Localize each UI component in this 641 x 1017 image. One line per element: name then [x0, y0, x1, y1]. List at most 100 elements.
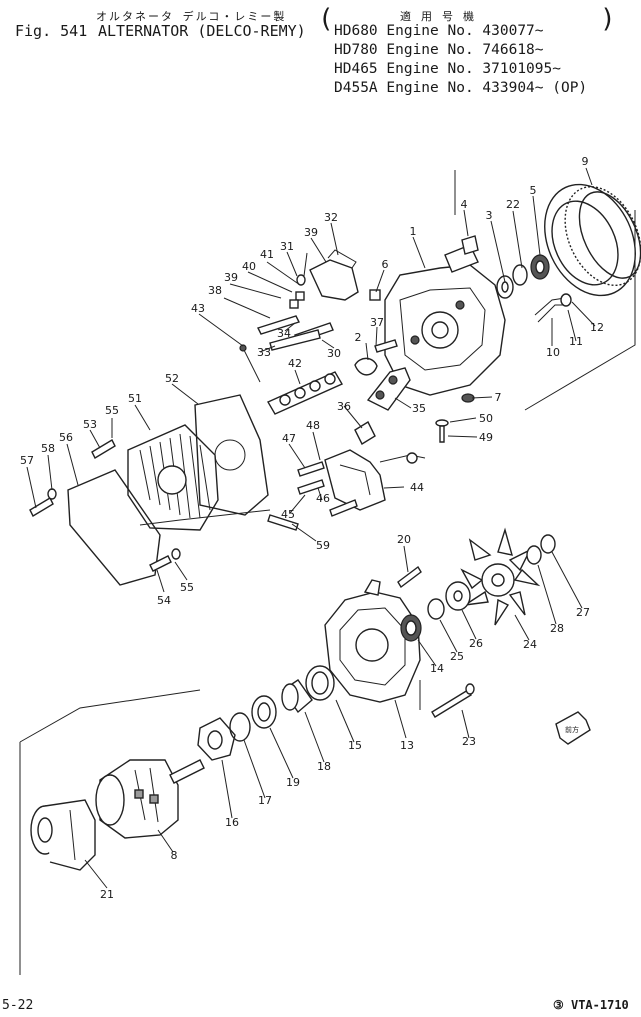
bolt-23: [431, 683, 475, 718]
part-label-9: 9: [582, 155, 589, 168]
rectifier-assembly: [267, 367, 411, 445]
part-label-55b: 55: [180, 581, 194, 594]
part-label-2: 2: [355, 331, 362, 344]
bushing-4: [461, 235, 479, 255]
applicability-line-1: HD680 Engine No. 430077~: [334, 23, 544, 39]
part-label-35: 35: [412, 402, 426, 415]
rotor-assembly: [95, 759, 205, 839]
part-label-46: 46: [316, 492, 330, 505]
part-label-25: 25: [450, 650, 464, 663]
part-label-41: 41: [260, 248, 274, 261]
applicability-bracket-right: ): [600, 4, 616, 34]
part-label-52: 52: [165, 372, 179, 385]
bearing-5: [530, 254, 550, 280]
screw-set-45-48: [297, 461, 358, 517]
part-label-10: 10: [546, 346, 560, 359]
group-bracket-lines: [19, 170, 636, 975]
part-label-31: 31: [280, 240, 294, 253]
part-label-57: 57: [20, 454, 34, 467]
part-label-49: 49: [479, 431, 493, 444]
part-label-59: 59: [316, 539, 330, 552]
seal-19: [251, 695, 277, 729]
part-label-54: 54: [157, 594, 171, 607]
document-code: ③ VTA-1710: [553, 998, 629, 1012]
part-label-3: 3: [486, 209, 493, 222]
part-label-42: 42: [288, 357, 302, 370]
part-label-55: 55: [105, 404, 119, 417]
japanese-title: オルタネータ デルコ・レミー製: [96, 10, 287, 23]
part-label-18: 18: [317, 760, 331, 773]
part-label-38: 38: [208, 284, 222, 297]
part-label-33: 33: [257, 346, 271, 359]
part-label-47: 47: [282, 432, 296, 445]
part-label-5: 5: [530, 184, 537, 197]
terminal-parts-10-11-12: [534, 293, 572, 323]
figure-title: ALTERNATOR (DELCO-REMY): [98, 22, 306, 40]
part-label-21: 21: [100, 888, 114, 901]
front-housing: [324, 579, 421, 703]
part-label-58: 58: [41, 442, 55, 455]
part-label-26: 26: [469, 637, 483, 650]
part-label-51: 51: [128, 392, 142, 405]
bolt-20: [397, 565, 422, 589]
cover-plate: [67, 469, 161, 586]
part-label-45: 45: [281, 508, 295, 521]
part-label-44: 44: [410, 481, 424, 494]
part-label-39: 39: [304, 226, 318, 239]
ring-22: [512, 264, 528, 286]
part-label-50: 50: [479, 412, 493, 425]
part-label-15: 15: [348, 739, 362, 752]
part-label-6: 6: [382, 258, 389, 271]
leader-lines: [26, 167, 596, 889]
collar-18: [281, 679, 313, 714]
part-label-27: 27: [576, 606, 590, 619]
part-label-39b: 39: [224, 271, 238, 284]
applicability-bracket-left: (: [318, 4, 334, 34]
part-label-17: 17: [258, 794, 272, 807]
part-label-23: 23: [462, 735, 476, 748]
washers-25-26-27-28: [427, 534, 556, 620]
part-label-48: 48: [306, 419, 320, 432]
direction-mark: 前方: [555, 711, 591, 745]
applicability-line-3: HD465 Engine No. 37101095~: [334, 61, 561, 77]
figure-number: Fig. 541: [15, 22, 88, 40]
part-label-12: 12: [590, 321, 604, 334]
part-label-4: 4: [461, 198, 468, 211]
screw-49-50: [435, 419, 449, 443]
stator-assembly: [544, 183, 641, 297]
part-label-1: 1: [410, 225, 417, 238]
part-label-13: 13: [400, 739, 414, 752]
cooling-fan: [460, 527, 541, 626]
part-label-7: 7: [495, 391, 502, 404]
page-number: 5-22: [2, 998, 34, 1013]
bearing-3: [496, 275, 514, 299]
snap-ring-17: [229, 712, 251, 742]
part-label-56: 56: [59, 431, 73, 444]
part-number-labels: 1 2 3 4 5 6 7 8 9 10 11 12 13 14 15 16 1…: [20, 155, 604, 901]
rear-cover: [127, 424, 219, 531]
part-label-22: 22: [506, 198, 520, 211]
part-label-37: 37: [370, 316, 384, 329]
brush-holder-cluster: [239, 249, 398, 383]
svg-text:前方: 前方: [565, 725, 579, 734]
part-label-16: 16: [225, 816, 239, 829]
part-label-28: 28: [550, 622, 564, 635]
part-label-30: 30: [327, 347, 341, 360]
part-label-34: 34: [277, 327, 291, 340]
part-label-40: 40: [242, 260, 256, 273]
part-label-32: 32: [324, 211, 338, 224]
part-label-24: 24: [523, 638, 537, 651]
part-label-36: 36: [337, 400, 351, 413]
pulley-assembly-21: [30, 799, 96, 871]
part-label-20: 20: [397, 533, 411, 546]
part-label-14: 14: [430, 662, 444, 675]
bearing-15: [305, 665, 335, 701]
part-label-53: 53: [83, 418, 97, 431]
part-label-11: 11: [569, 335, 583, 348]
applicability-line-4: D455A Engine No. 433904~ (OP): [334, 80, 588, 96]
applicability-heading: 適用号機: [400, 10, 484, 23]
part-label-8: 8: [171, 849, 178, 862]
part-label-19: 19: [286, 776, 300, 789]
applicability-line-2: HD780 Engine No. 746618~: [334, 42, 544, 58]
